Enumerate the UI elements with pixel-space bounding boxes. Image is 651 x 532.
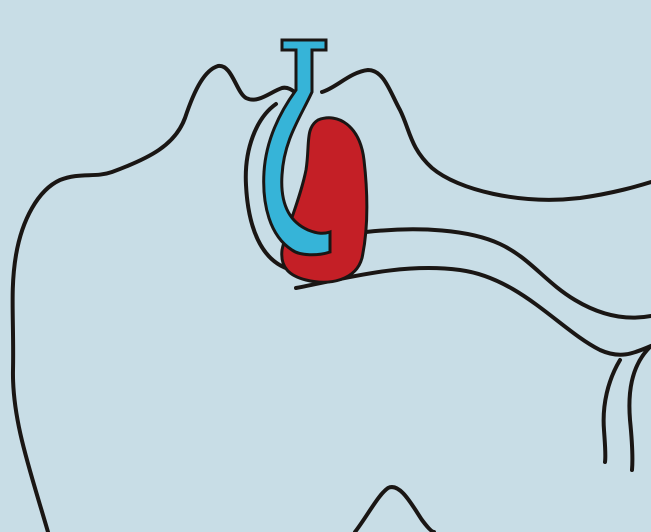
illustration-canvas — [0, 0, 651, 532]
diagram-svg — [0, 0, 651, 532]
